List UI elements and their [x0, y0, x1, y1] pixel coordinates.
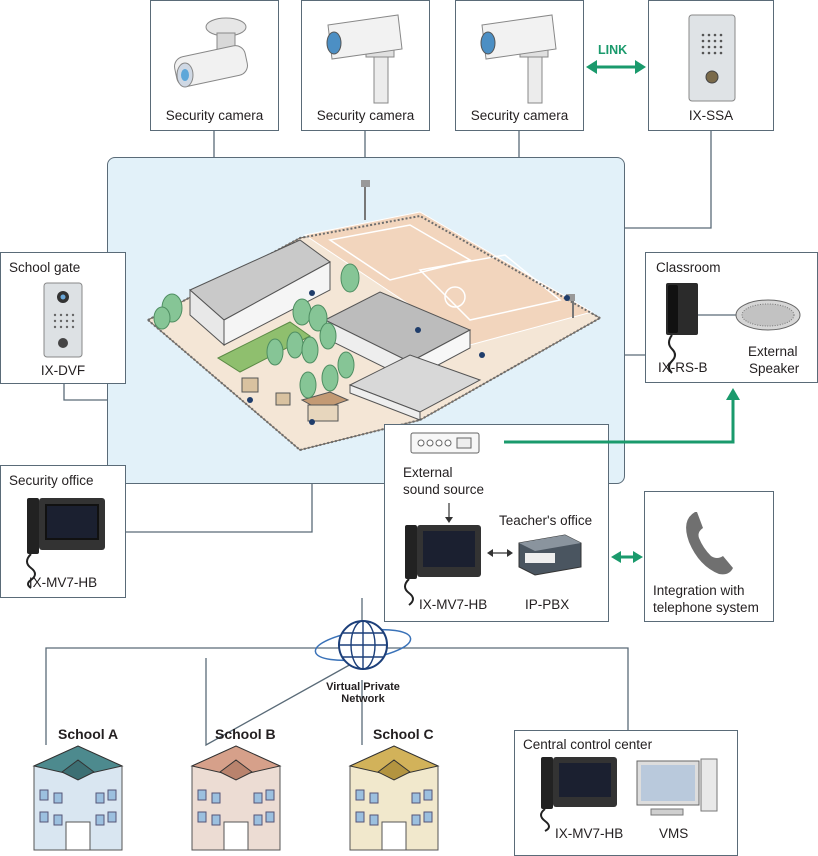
telephone-label-2: telephone system	[653, 600, 759, 615]
sound-source-label-1: External	[403, 465, 453, 480]
classroom-title: Classroom	[656, 260, 721, 275]
telephone-icon	[686, 512, 733, 575]
ix-ssa-label: IX-SSA	[688, 108, 734, 123]
security-office-box: Security office IX-MV7-HB	[0, 465, 126, 598]
vms-label: VMS	[659, 826, 689, 841]
central-control-title: Central control center	[523, 737, 653, 752]
telephone-integration-box: Integration with telephone system	[644, 491, 774, 622]
sound-source-label-2: sound source	[403, 482, 485, 497]
ix-rs-b-label: IX-RS-B	[658, 360, 708, 375]
dome-camera-icon	[174, 17, 248, 88]
ix-mv7-hb-label: IX-MV7-HB	[28, 575, 98, 590]
school-b-label: School B	[215, 726, 276, 742]
ix-ssa-panel-icon	[688, 14, 736, 102]
ix-mv7-hb-vms-icon	[540, 757, 718, 832]
teachers-office-title: Teacher's office	[499, 513, 593, 528]
teachers-office-box: External sound source Teacher's office I…	[384, 424, 609, 622]
external-sound-source-icon	[410, 432, 480, 454]
ix-mv7-hb-label: IX-MV7-HB	[419, 597, 488, 612]
classroom-box: Classroom IX-RS-B External Speaker	[645, 252, 818, 383]
security-camera-box-1: Security camera	[150, 0, 279, 131]
security-camera-box-2: Security camera	[301, 0, 430, 131]
security-camera-box-3: Security camera	[455, 0, 584, 131]
telephone-label-1: Integration with	[653, 583, 745, 598]
ix-ssa-box: IX-SSA	[648, 0, 774, 131]
ix-mv7-hb-label: IX-MV7-HB	[555, 826, 624, 841]
school-gate-title: School gate	[9, 260, 81, 275]
school-gate-box: School gate IX-DVF	[0, 252, 126, 384]
security-office-title: Security office	[9, 473, 94, 488]
link-label: LINK	[598, 43, 628, 57]
ix-mv7-hb-monitor-icon	[26, 498, 105, 589]
vpn-label-1: Virtual Private	[326, 681, 400, 693]
external-speaker-label-2: Speaker	[749, 361, 800, 376]
ix-dvf-door-station-icon	[43, 282, 83, 358]
camera-label: Security camera	[316, 108, 415, 123]
camera-label: Security camera	[470, 108, 569, 123]
external-speaker-label-1: External	[748, 344, 798, 359]
school-a-label: School A	[58, 726, 119, 742]
school-c-label: School C	[373, 726, 434, 742]
ip-pbx-label: IP-PBX	[525, 597, 570, 612]
central-control-center-box: Central control center IX-MV7-HB VMS	[514, 730, 738, 856]
ix-rs-b-handset-icon	[666, 283, 801, 374]
camera-label: Security camera	[165, 108, 264, 123]
bullet-camera-icon	[480, 14, 557, 104]
bullet-camera-icon	[326, 14, 403, 104]
ix-dvf-label: IX-DVF	[40, 363, 86, 378]
vpn-label-2: Network	[341, 693, 385, 705]
ix-mv7-hb-ip-pbx-icon	[404, 503, 582, 606]
